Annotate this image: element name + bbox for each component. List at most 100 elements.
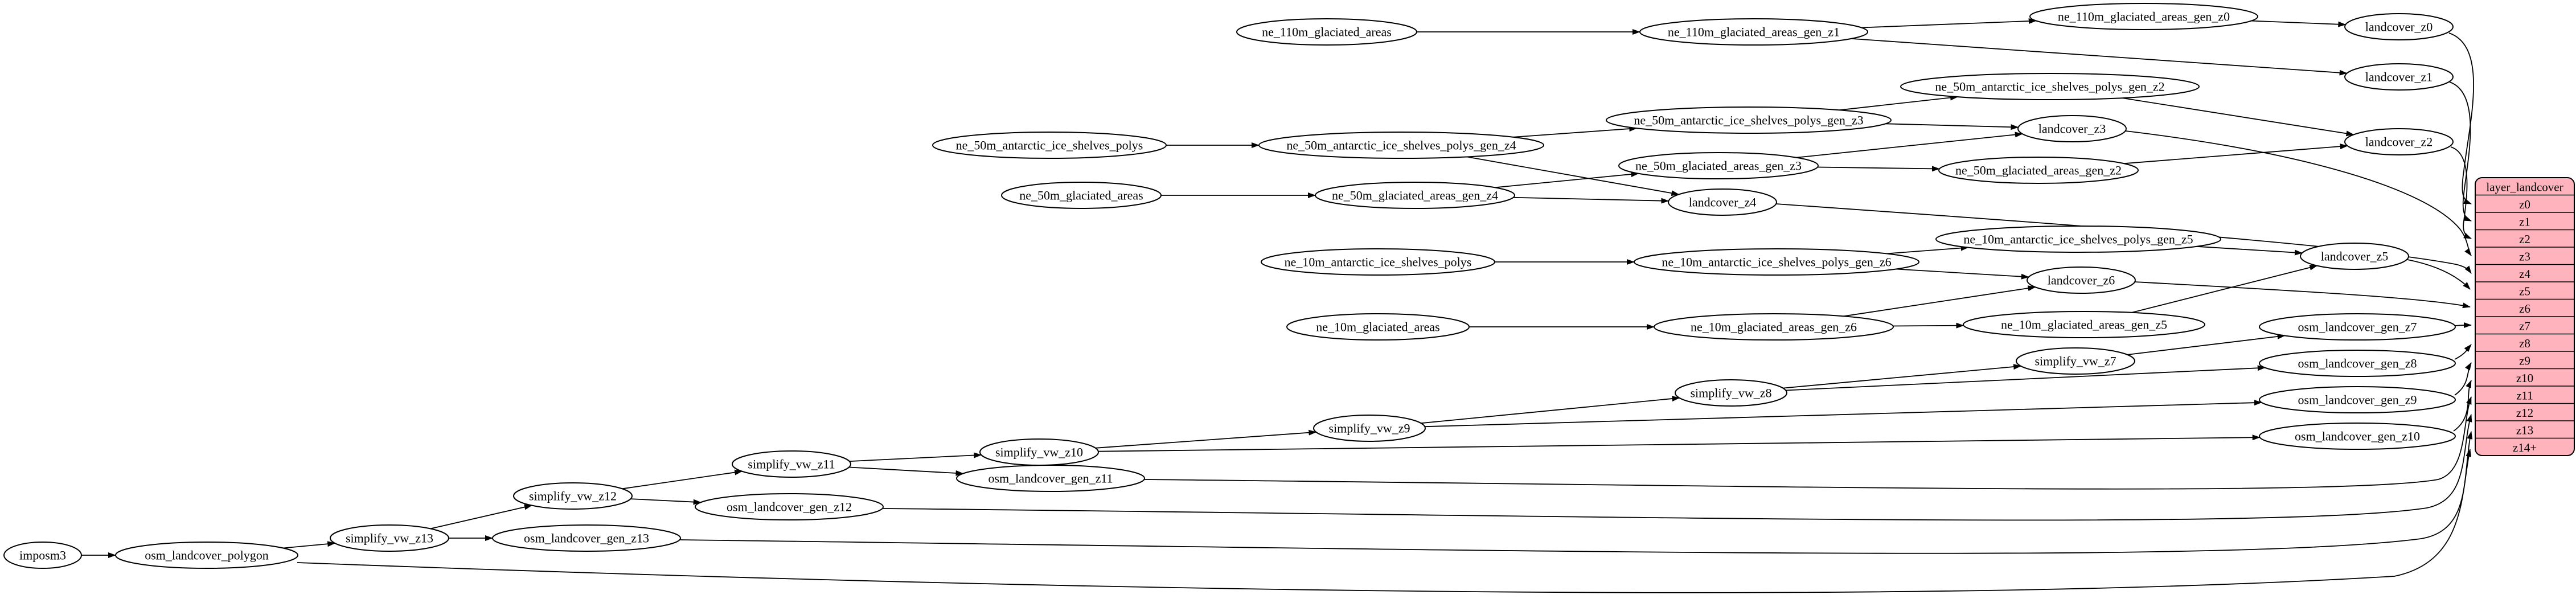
node-ellipse-ne_50m_antarctic_ice_shelves_polys <box>932 132 1167 159</box>
edge-osm_landcover_polygon-to-table-row-z14+ <box>297 449 2472 593</box>
node-ellipse-ne_50m_glaciated_areas_gen_z2 <box>1938 157 2139 184</box>
node-label-osm_landcover_gen_z9: osm_landcover_gen_z9 <box>2298 393 2417 407</box>
node-ellipse-landcover_z1 <box>2344 63 2454 91</box>
node-ellipse-ne_50m_glaciated_areas_gen_z4 <box>1315 182 1515 209</box>
table-row-z4: z4 <box>2519 267 2530 281</box>
node-label-simplify_vw_z11: simplify_vw_z11 <box>748 457 835 471</box>
table-row-z0: z0 <box>2519 198 2530 211</box>
node-ne_50m_antarctic_ice_shelves_polys_gen_z4: ne_50m_antarctic_ice_shelves_polys_gen_z… <box>1258 132 1544 159</box>
node-label-imposm3: imposm3 <box>19 548 66 563</box>
node-simplify_vw_z9: simplify_vw_z9 <box>1313 415 1426 442</box>
nodes-layer: imposm3 osm_landcover_polygon simplify_vw_… <box>3 3 2456 569</box>
node-simplify_vw_z11: simplify_vw_z11 <box>732 450 851 478</box>
edge-simplify_vw_z9-to-simplify_vw_z8 <box>1421 396 1680 424</box>
node-simplify_vw_z7: simplify_vw_z7 <box>2016 347 2135 375</box>
node-ellipse-ne_50m_glaciated_areas_gen_z3 <box>1618 152 1819 179</box>
node-ellipse-ne_10m_glaciated_areas_gen_z5 <box>1963 311 2205 338</box>
node-ellipse-ne_50m_antarctic_ice_shelves_polys_gen_z3 <box>1606 106 1892 134</box>
node-imposm3: imposm3 <box>3 542 82 569</box>
table-row-z12: z12 <box>2516 406 2533 420</box>
node-label-osm_landcover_gen_z13: osm_landcover_gen_z13 <box>524 531 649 546</box>
node-ellipse-osm_landcover_polygon <box>115 542 298 569</box>
edge-osm_landcover_gen_z10-to-table-row-z10 <box>2453 380 2472 432</box>
edge-ne_50m_antarctic_ice_shelves_polys_gen_z3-to-ne_50m_antarctic_ice_shelves_polys_gen_z2 <box>1839 95 1958 111</box>
node-simplify_vw_z8: simplify_vw_z8 <box>1675 379 1787 407</box>
edge-simplify_vw_z8-to-osm_landcover_gen_z8 <box>1786 365 2266 391</box>
table-row-z2: z2 <box>2519 232 2530 246</box>
node-osm_landcover_gen_z7: osm_landcover_gen_z7 <box>2259 313 2456 341</box>
node-ne_10m_antarctic_ice_shelves_polys: ne_10m_antarctic_ice_shelves_polys <box>1261 248 1495 276</box>
node-ne_50m_glaciated_areas_gen_z4: ne_50m_glaciated_areas_gen_z4 <box>1315 182 1515 209</box>
node-osm_landcover_gen_z8: osm_landcover_gen_z8 <box>2259 350 2456 377</box>
node-label-ne_50m_glaciated_areas_gen_z2: ne_50m_glaciated_areas_gen_z2 <box>1955 163 2122 178</box>
table-row-z13: z13 <box>2516 423 2533 437</box>
table-row-z7: z7 <box>2519 319 2530 333</box>
node-label-ne_10m_glaciated_areas: ne_10m_glaciated_areas <box>1316 320 1439 334</box>
node-label-ne_110m_glaciated_areas_gen_z0: ne_110m_glaciated_areas_gen_z0 <box>2058 10 2230 24</box>
node-ellipse-simplify_vw_z9 <box>1313 415 1426 442</box>
table-row-z8: z8 <box>2519 337 2530 350</box>
node-label-ne_110m_glaciated_areas_gen_z1: ne_110m_glaciated_areas_gen_z1 <box>1668 25 1840 39</box>
edge-osm_landcover_gen_z8-to-table-row-z8 <box>2454 344 2472 360</box>
edge-simplify_vw_z12-to-osm_landcover_gen_z12 <box>630 498 702 505</box>
node-ellipse-simplify_vw_z10 <box>979 438 1099 466</box>
node-landcover_z4: landcover_z4 <box>1668 188 1777 216</box>
node-ellipse-osm_landcover_gen_z7 <box>2259 313 2456 341</box>
node-label-osm_landcover_gen_z7: osm_landcover_gen_z7 <box>2298 320 2417 334</box>
node-label-landcover_z1: landcover_z1 <box>2365 70 2433 84</box>
node-ne_110m_glaciated_areas_gen_z0: ne_110m_glaciated_areas_gen_z0 <box>2029 3 2258 30</box>
node-ne_10m_glaciated_areas_gen_z6: ne_10m_glaciated_areas_gen_z6 <box>1654 313 1894 341</box>
node-ellipse-landcover_z5 <box>2300 243 2409 270</box>
node-ellipse-ne_110m_glaciated_areas <box>1236 18 1417 46</box>
edge-osm_landcover_gen_z7-to-table-row-z7 <box>2454 322 2472 329</box>
node-ellipse-imposm3 <box>3 542 82 569</box>
edge-simplify_vw_z8-to-simplify_vw_z7 <box>1783 364 2022 389</box>
edge-ne_50m_antarctic_ice_shelves_polys_gen_z4-to-ne_50m_antarctic_ice_shelves_polys_gen_z3 <box>1513 126 1638 138</box>
edge-ne_50m_glaciated_areas_gen_z4-to-landcover_z4 <box>1513 196 1670 204</box>
node-ellipse-ne_50m_antarctic_ice_shelves_polys_gen_z4 <box>1258 132 1544 159</box>
node-label-landcover_z3: landcover_z3 <box>2038 122 2106 136</box>
node-landcover_z3: landcover_z3 <box>2017 115 2127 142</box>
node-label-ne_50m_glaciated_areas_gen_z3: ne_50m_glaciated_areas_gen_z3 <box>1635 159 1802 173</box>
node-label-osm_landcover_polygon: osm_landcover_polygon <box>145 548 269 563</box>
edge-osm_landcover_gen_z11-to-table-row-z11 <box>1144 396 2472 490</box>
node-landcover_z5: landcover_z5 <box>2300 243 2409 270</box>
edge-osm_landcover_gen_z12-to-table-row-z12 <box>883 414 2472 521</box>
node-ellipse-landcover_z2 <box>2344 128 2454 155</box>
edge-ne_50m_antarctic_ice_shelves_polys_gen_z4-to-landcover_z4 <box>1466 156 1680 196</box>
edge-ne_50m_glaciated_areas_gen_z3-to-landcover_z3 <box>1796 132 2023 158</box>
node-ellipse-ne_10m_glaciated_areas <box>1286 313 1470 341</box>
edge-simplify_vw_z10-to-simplify_vw_z9 <box>1095 429 1317 449</box>
node-ne_10m_glaciated_areas: ne_10m_glaciated_areas <box>1286 313 1470 341</box>
node-ellipse-ne_110m_glaciated_areas_gen_z0 <box>2029 3 2258 30</box>
table-row-z9: z9 <box>2519 354 2530 367</box>
edge-osm_landcover_gen_z9-to-table-row-z9 <box>2454 362 2472 396</box>
node-ellipse-landcover_z3 <box>2017 115 2127 142</box>
edge-simplify_vw_z10-to-osm_landcover_gen_z10 <box>1098 434 2261 452</box>
edge-ne_10m_antarctic_ice_shelves_polys_gen_z6-to-ne_10m_antarctic_ice_shelves_polys_gen_z5 <box>1886 245 1969 255</box>
node-ne_10m_glaciated_areas_gen_z5: ne_10m_glaciated_areas_gen_z5 <box>1963 311 2205 338</box>
edge-ne_10m_antarctic_ice_shelves_polys_gen_z6-to-landcover_z6 <box>1896 268 2029 280</box>
edge-landcover_z5-to-table-row-z5 <box>2407 259 2471 290</box>
node-ellipse-simplify_vw_z8 <box>1675 379 1787 407</box>
edge-ne_110m_glaciated_areas_gen_z1-to-landcover_z1 <box>1851 38 2348 76</box>
node-ellipse-landcover_z4 <box>1668 188 1777 216</box>
node-ellipse-ne_50m_antarctic_ice_shelves_polys_gen_z2 <box>1900 73 2200 100</box>
node-ellipse-osm_landcover_gen_z12 <box>695 493 884 520</box>
node-osm_landcover_gen_z11: osm_landcover_gen_z11 <box>956 465 1145 492</box>
node-label-ne_50m_antarctic_ice_shelves_polys_gen_z3: ne_50m_antarctic_ice_shelves_polys_gen_z… <box>1634 113 1863 128</box>
node-label-landcover_z5: landcover_z5 <box>2321 249 2389 264</box>
node-label-ne_10m_antarctic_ice_shelves_polys_gen_z5: ne_10m_antarctic_ice_shelves_polys_gen_z… <box>1963 232 2193 247</box>
node-label-ne_50m_antarctic_ice_shelves_polys: ne_50m_antarctic_ice_shelves_polys <box>956 138 1143 153</box>
node-label-ne_10m_glaciated_areas_gen_z5: ne_10m_glaciated_areas_gen_z5 <box>2001 318 2167 332</box>
table-title: layer_landcover <box>2486 180 2563 194</box>
node-ellipse-ne_10m_glaciated_areas_gen_z6 <box>1654 313 1894 341</box>
node-ellipse-osm_landcover_gen_z8 <box>2259 350 2456 377</box>
node-label-simplify_vw_z7: simplify_vw_z7 <box>2035 354 2116 368</box>
node-label-ne_10m_antarctic_ice_shelves_polys: ne_10m_antarctic_ice_shelves_polys <box>1285 255 1472 269</box>
node-landcover_z0: landcover_z0 <box>2344 13 2454 40</box>
node-label-osm_landcover_gen_z12: osm_landcover_gen_z12 <box>727 500 852 514</box>
node-ne_50m_glaciated_areas: ne_50m_glaciated_areas <box>1001 182 1162 209</box>
node-label-simplify_vw_z13: simplify_vw_z13 <box>346 531 433 546</box>
